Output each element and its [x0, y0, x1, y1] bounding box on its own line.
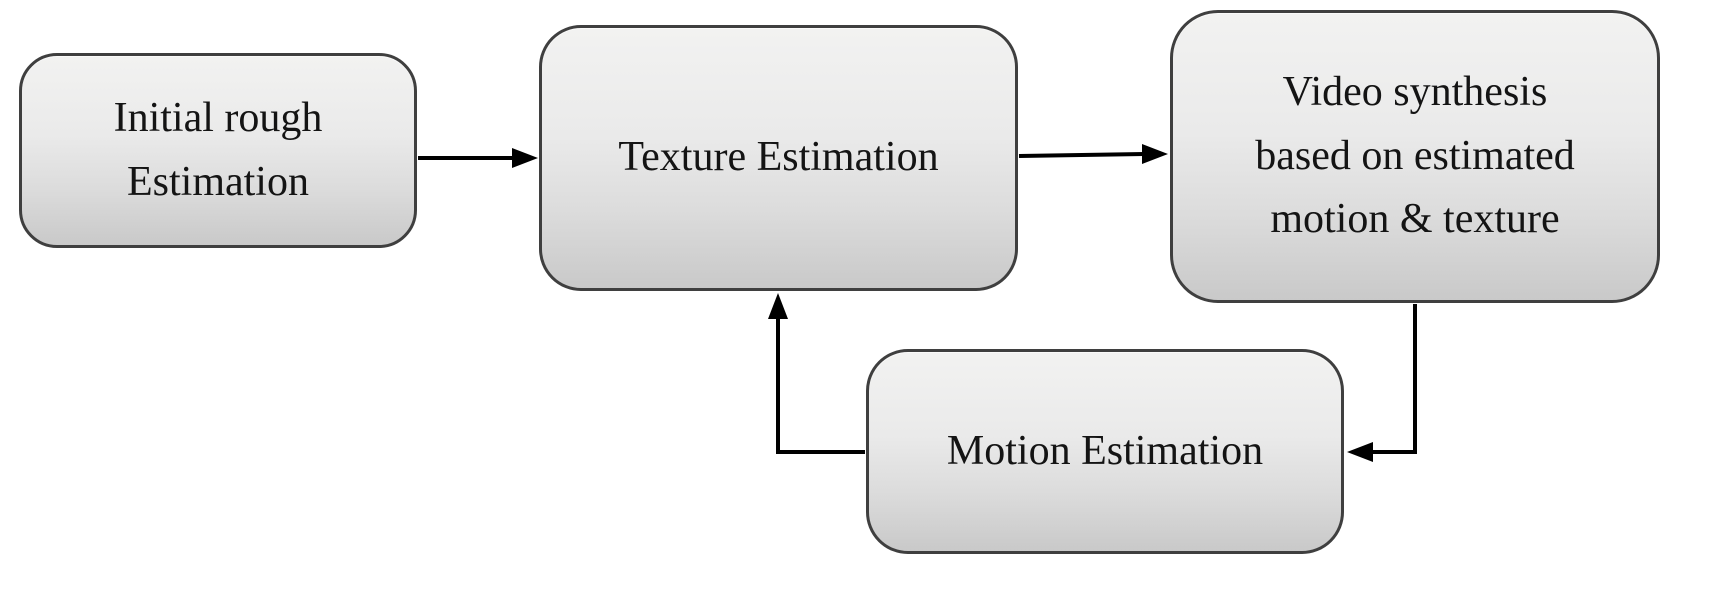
- node-texture-estimation: Texture Estimation: [539, 25, 1018, 291]
- node-motion-estimation: Motion Estimation: [866, 349, 1344, 554]
- node-video-synthesis: Video synthesis based on estimated motio…: [1170, 10, 1660, 303]
- node-motion-estimation-label: Motion Estimation: [946, 427, 1264, 474]
- arrow-texture-to-video: [1018, 152, 1146, 158]
- node-initial-rough-estimation: Initial rough Estimation: [19, 53, 417, 248]
- arrowhead-into-texture-left: [512, 148, 538, 168]
- arrow-motion-to-texture: [776, 316, 865, 454]
- node-initial-rough-estimation-label: Initial rough Estimation: [113, 94, 323, 205]
- arrowhead-into-texture-bottom: [768, 293, 788, 319]
- arrow-video-to-motion: [1369, 304, 1417, 454]
- arrowhead-into-video-left: [1142, 144, 1168, 164]
- node-texture-estimation-label: Texture Estimation: [618, 134, 939, 181]
- node-video-synthesis-label: Video synthesis based on estimated motio…: [1255, 68, 1575, 243]
- arrowhead-into-motion-right: [1347, 442, 1373, 462]
